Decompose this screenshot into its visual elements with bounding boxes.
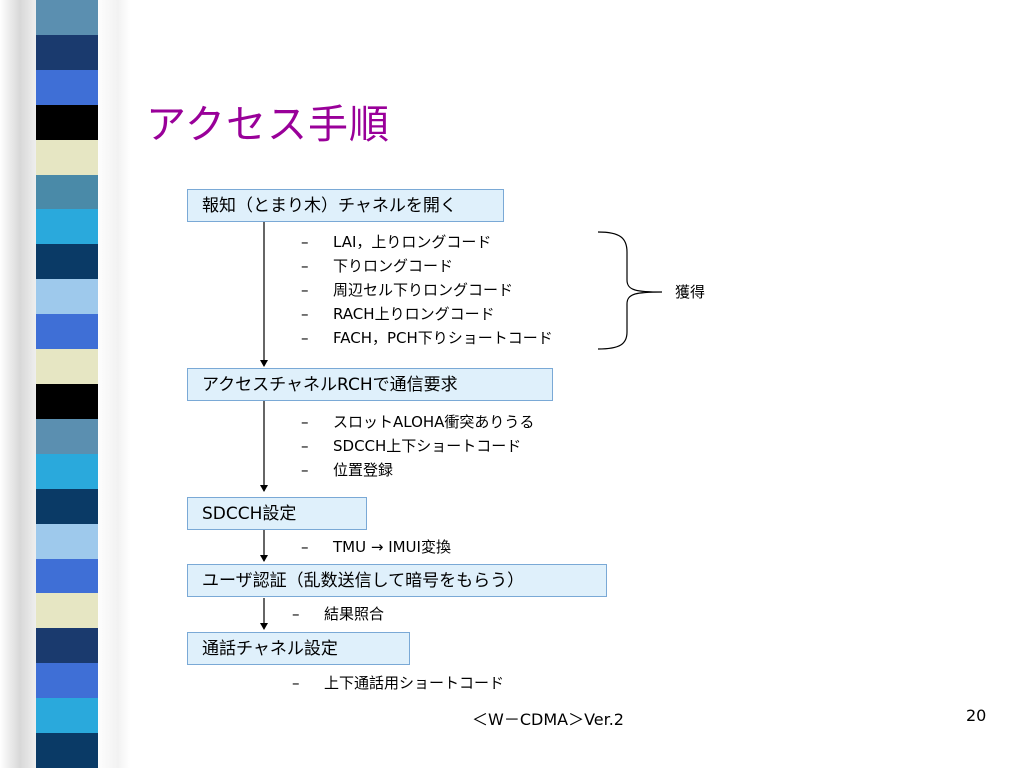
stripe-block (36, 139, 98, 176)
step-box-call-channel: 通話チャネル設定 (187, 632, 410, 665)
note-item: –RACH上りロングコード (301, 305, 495, 323)
slide-title: アクセス手順 (146, 102, 390, 148)
stripe-blocks (36, 0, 98, 768)
stripe-block (36, 523, 98, 560)
footer-title: ＜W－CDMA＞Ver.2 (472, 710, 624, 729)
note-item: –周辺セル下りロングコード (301, 281, 514, 299)
decorative-stripe (0, 0, 130, 768)
stripe-block (36, 488, 98, 525)
page-number: 20 (966, 706, 987, 725)
note-item: –SDCCH上下ショートコード (301, 437, 522, 455)
stripe-block (36, 628, 98, 664)
stripe-block (36, 314, 98, 350)
note-item: –結果照合 (292, 605, 385, 623)
stripe-block (36, 384, 98, 420)
stripe-block (36, 279, 98, 315)
stripe-block (36, 418, 98, 455)
stripe-block (36, 244, 98, 280)
stripe-block (36, 663, 98, 699)
stripe-block (36, 733, 98, 768)
stripe-block (36, 453, 98, 490)
note-item: –位置登録 (301, 461, 394, 479)
stripe-block (36, 34, 98, 71)
note-item: –TMU → IMUI変換 (301, 538, 451, 556)
stripe-block (36, 104, 98, 141)
stripe-block (36, 349, 98, 385)
stripe-block (36, 698, 98, 734)
stripe-block (36, 209, 98, 245)
note-item: –LAI，上りロングコード (301, 233, 492, 251)
note-item: –上下通話用ショートコード (292, 674, 505, 692)
step-box-access-channel: アクセスチャネルRCHで通信要求 (187, 368, 553, 401)
stripe-block (36, 0, 98, 36)
step-box-broadcast-channel: 報知（とまり木）チャネルを開く (187, 189, 504, 222)
stripe-block (36, 593, 98, 629)
brace-label: 獲得 (675, 283, 706, 301)
note-item: –下りロングコード (301, 257, 454, 275)
stripe-block (36, 69, 98, 106)
stripe-block (36, 174, 98, 210)
stripe-block (36, 558, 98, 594)
step-box-user-auth: ユーザ認証（乱数送信して暗号をもらう） (187, 564, 607, 597)
note-item: –スロットALOHA衝突ありうる (301, 413, 535, 431)
note-item: –FACH，PCH下りショートコード (301, 329, 553, 347)
step-box-sdcch-setup: SDCCH設定 (187, 497, 367, 530)
curly-brace (597, 231, 663, 350)
